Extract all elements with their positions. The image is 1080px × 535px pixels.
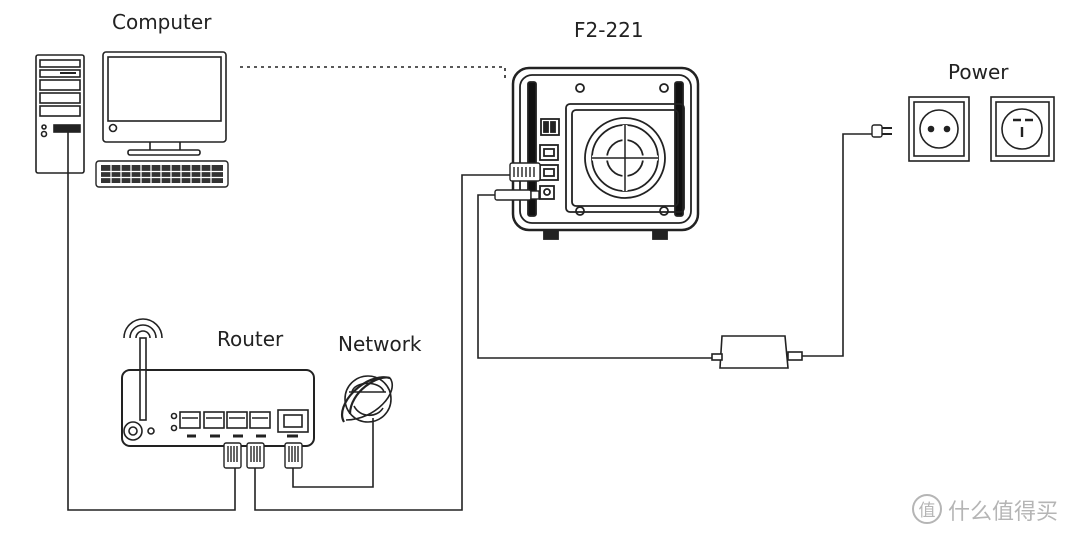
- internet-globe-icon: [341, 375, 393, 423]
- router-icon: [121, 318, 315, 447]
- power-outlet-three-pin-icon: [990, 96, 1055, 162]
- nas-device-icon: [511, 66, 700, 240]
- router-ethernet-plugs-icon: [223, 442, 303, 469]
- cable-pc-router: [67, 132, 236, 511]
- cable-router-nas: [254, 174, 510, 511]
- power-adapter-icon: [711, 335, 803, 369]
- cable-router-network: [292, 418, 374, 488]
- label-network: Network: [338, 332, 422, 356]
- label-router: Router: [217, 327, 284, 351]
- cable-adapter-outlet: [802, 133, 872, 357]
- cables: [67, 132, 872, 511]
- dotted-link-line: [240, 66, 506, 82]
- label-device: F2-221: [574, 18, 644, 42]
- watermark-logo-icon: 值: [912, 494, 942, 524]
- watermark-text: 什么值得买: [948, 500, 1059, 525]
- keyboard-icon: [95, 160, 229, 188]
- svg-text:值: 值: [919, 501, 936, 521]
- computer-monitor-icon: [102, 51, 227, 156]
- nas-power-plug-icon: [494, 189, 540, 201]
- label-computer: Computer: [112, 10, 212, 34]
- desktop-tower-icon: [35, 54, 85, 174]
- wall-plug-icon: [871, 124, 892, 138]
- label-power: Power: [948, 60, 1009, 84]
- nas-ethernet-plug-icon: [509, 162, 541, 182]
- power-outlet-icon: [908, 96, 970, 162]
- cable-nas-power: [477, 194, 712, 359]
